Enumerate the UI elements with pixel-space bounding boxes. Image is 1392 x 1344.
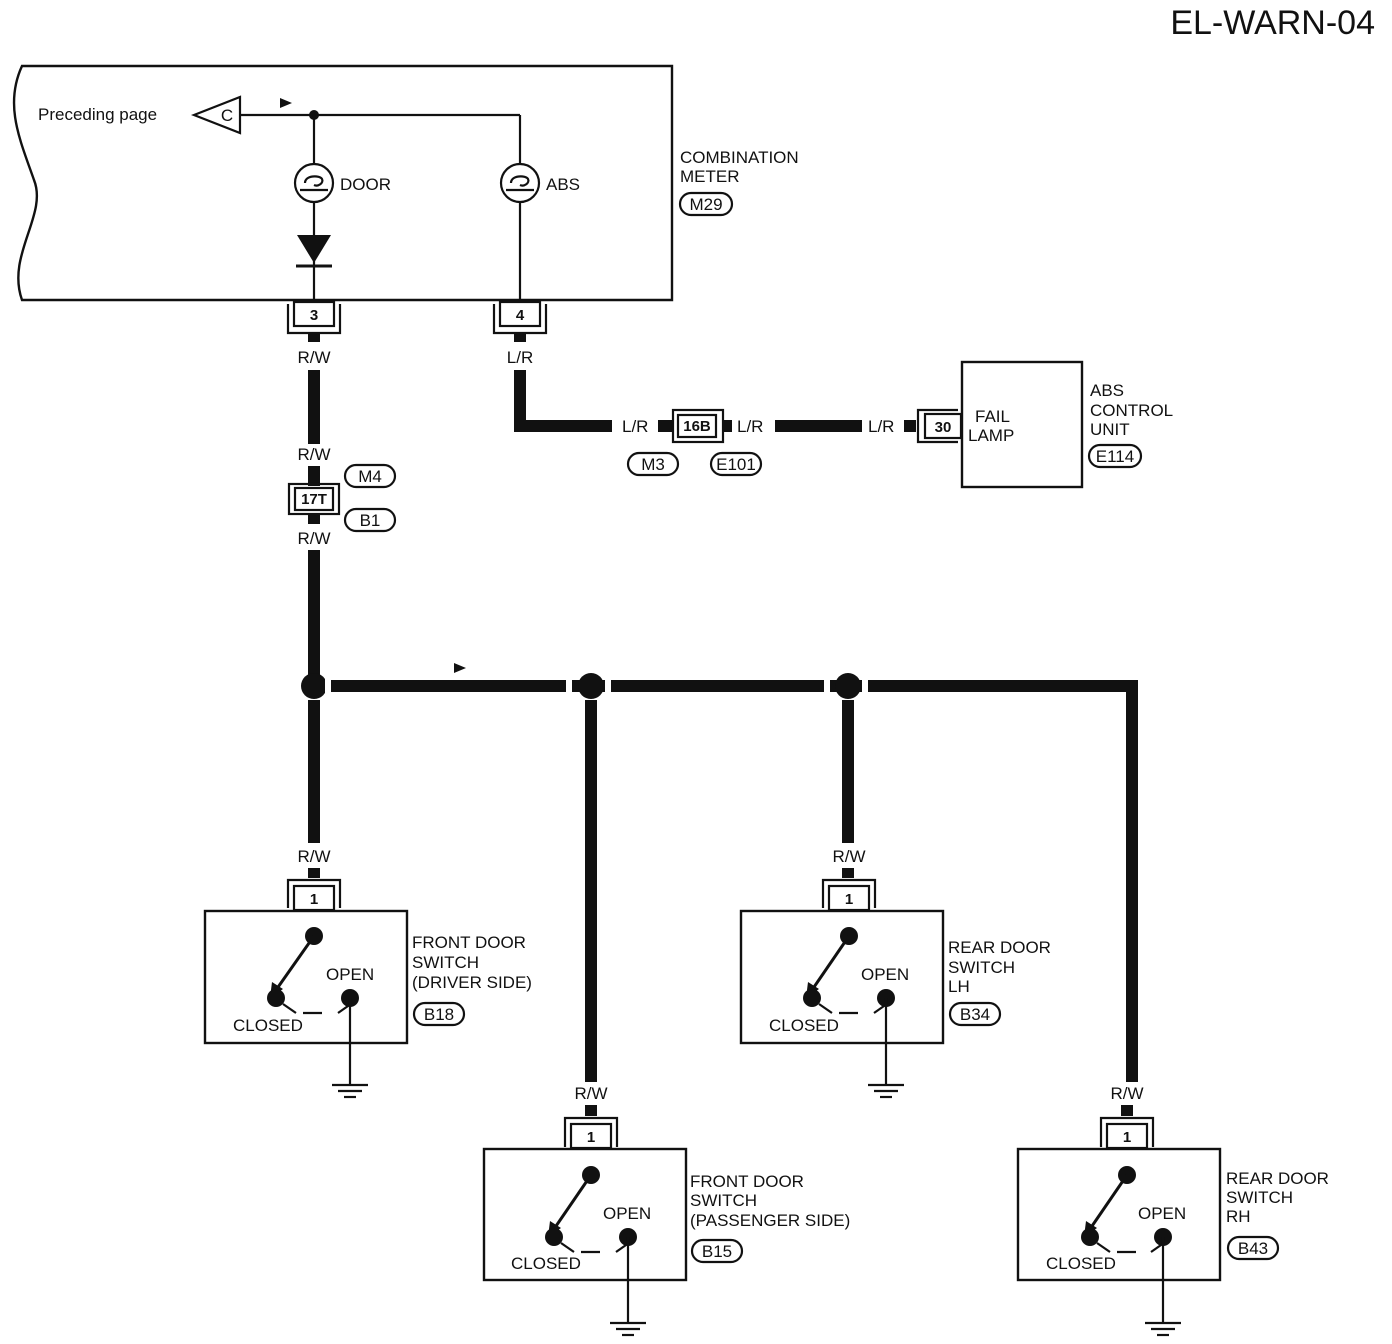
wire-color-label: R/W [297, 529, 330, 548]
switch-body [1016, 1147, 1222, 1282]
switch-front-door-driver: R/W 1 OPEN CLOSED FRONT DOOR SWITCH (DRI… [203, 847, 532, 1099]
pin-label: 1 [1123, 1129, 1131, 1146]
pin-label: 4 [516, 307, 525, 324]
pin-label: 1 [587, 1129, 595, 1146]
splice-dot [578, 673, 604, 699]
connector-label-b18: B18 [424, 1005, 454, 1024]
switch-open-label: OPEN [861, 965, 909, 984]
connector-label-m4: M4 [358, 467, 382, 486]
wire-color-label: R/W [832, 847, 865, 866]
splice-dot [301, 673, 327, 699]
page-id: EL-WARN-04 [1170, 4, 1375, 42]
switch-name-2: SWITCH [1226, 1188, 1293, 1207]
junction-pin-label: 16B [683, 418, 711, 435]
connector-badge-e101 [709, 451, 763, 477]
connector-badge-m29 [678, 191, 734, 217]
switch-name-2: SWITCH [690, 1191, 757, 1210]
wire-color-label: L/R [622, 417, 648, 436]
fail-lamp-label-1: FAIL [975, 407, 1010, 426]
abs-lamp-label: ABS [546, 175, 580, 194]
switch-name-3: (PASSENGER SIDE) [690, 1211, 850, 1230]
switch-rear-door-lh: R/W 1 OPEN CLOSED REAR DOOR SWITCH LH B3… [739, 847, 1051, 1099]
connector-label-b1: B1 [360, 511, 381, 530]
connector-badge-e114 [1087, 443, 1143, 469]
switch-name-2: SWITCH [948, 958, 1015, 977]
switch-name-3: LH [948, 977, 970, 996]
switch-open-label: OPEN [326, 965, 374, 984]
connector-badge-m4 [343, 463, 397, 489]
wire-color-label: R/W [297, 348, 330, 367]
flow-arrow-icon [434, 663, 466, 673]
connector-label-b34: B34 [960, 1005, 990, 1024]
switch-name-3: (DRIVER SIDE) [412, 973, 532, 992]
connector-badge-b18 [412, 1001, 466, 1027]
switch-name-1: FRONT DOOR [690, 1172, 804, 1191]
abs-unit-title-2: CONTROL [1090, 401, 1173, 420]
junction-pin-label: 17T [301, 491, 327, 508]
pin-label: 1 [845, 891, 853, 908]
switch-front-door-passenger: R/W 1 OPEN CLOSED FRONT DOOR SWITCH (PAS… [482, 1084, 850, 1337]
wire-color-label: R/W [1110, 1084, 1143, 1103]
switch-closed-label: CLOSED [233, 1016, 303, 1035]
diode-icon [297, 235, 331, 263]
combination-meter: COMBINATION METER M29 [12, 64, 799, 302]
pin-label: 3 [310, 307, 318, 324]
connector-label-m29: M29 [689, 195, 722, 214]
switch-open-label: OPEN [603, 1204, 651, 1223]
switch-closed-label: CLOSED [511, 1254, 581, 1273]
page-ref-letter: C [221, 106, 233, 125]
switch-closed-label: CLOSED [769, 1016, 839, 1035]
wire-color-label: R/W [297, 445, 330, 464]
connector-label-b43: B43 [1238, 1239, 1268, 1258]
switch-name-1: REAR DOOR [1226, 1169, 1329, 1188]
connector-label-e101: E101 [716, 455, 756, 474]
connector-badge-b34 [948, 1001, 1002, 1027]
switch-name-1: FRONT DOOR [412, 933, 526, 952]
connector-badge-b15 [690, 1238, 744, 1264]
preceding-page-ref[interactable]: Preceding page C [38, 95, 242, 135]
wire-color-label: L/R [868, 417, 894, 436]
connector-label-m3: M3 [641, 455, 665, 474]
door-lamp-label: DOOR [340, 175, 391, 194]
abs-unit-title-3: UNIT [1090, 420, 1130, 439]
flow-arrow-icon [258, 98, 292, 108]
abs-control-unit: 30 FAIL LAMP ABS CONTROL UNIT E114 [916, 360, 1173, 489]
junction-connector-16b: 16B [671, 408, 725, 444]
connector-badge-m3 [626, 451, 680, 477]
switch-rear-door-rh: R/W 1 OPEN CLOSED REAR DOOR SWITCH RH B4… [1016, 1084, 1329, 1337]
abs-unit-title-1: ABS [1090, 381, 1124, 400]
switch-name-1: REAR DOOR [948, 938, 1051, 957]
wire-color-label: L/R [737, 417, 763, 436]
meter-pin-3: 3 [286, 300, 342, 335]
combination-meter-title-1: COMBINATION [680, 148, 799, 167]
pin-label: 30 [935, 419, 952, 436]
connector-badge-b43 [1226, 1235, 1280, 1261]
connector-badge-b1 [343, 507, 397, 533]
junction-connector-17t: 17T [287, 482, 341, 516]
preceding-page-label: Preceding page [38, 105, 157, 124]
switch-closed-label: CLOSED [1046, 1254, 1116, 1273]
switch-open-label: OPEN [1138, 1204, 1186, 1223]
combination-meter-title-2: METER [680, 167, 740, 186]
wire-color-label: L/R [507, 348, 533, 367]
splice-dot [835, 673, 861, 699]
wire-color-label: R/W [574, 1084, 607, 1103]
wire-color-label: R/W [297, 847, 330, 866]
meter-pin-4: 4 [492, 300, 548, 335]
switch-name-3: RH [1226, 1207, 1251, 1226]
connector-label-e114: E114 [1096, 447, 1134, 466]
connector-label-b15: B15 [702, 1242, 732, 1261]
pin-label: 1 [310, 891, 318, 908]
switch-name-2: SWITCH [412, 953, 479, 972]
fail-lamp-label-2: LAMP [968, 426, 1014, 445]
